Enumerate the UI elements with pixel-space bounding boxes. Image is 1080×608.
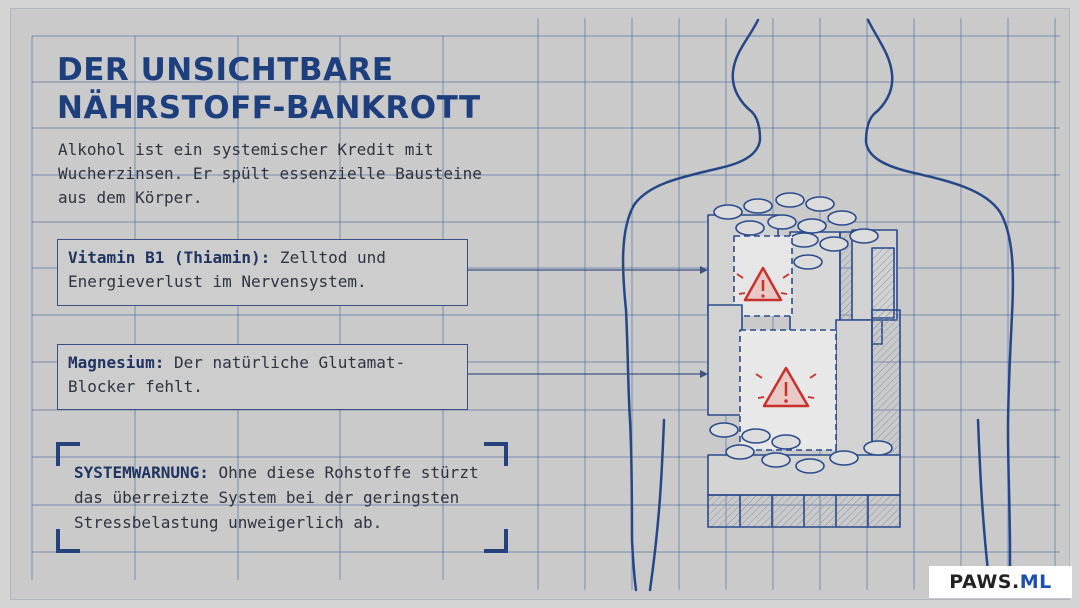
brand-accent: ML [1019, 571, 1052, 593]
callout-magnesium: Magnesium: Der natürliche Glutamat-Block… [57, 344, 468, 410]
title-line-2: NÄHRSTOFF-BANKROTT [57, 90, 481, 126]
warning-triangle-icon [736, 266, 790, 302]
bracket-corner [484, 442, 508, 466]
callout-text: Der natürliche Glutamat-Blocker fehlt. [68, 353, 406, 396]
warning-text: SYSTEMWARNUNG: Ohne diese Rohstoffe stür… [74, 460, 504, 535]
torso-outline [621, 18, 1015, 592]
intro-text: Alkohol ist ein systemischer Kredit mit … [58, 140, 482, 207]
warning-triangle-icon [755, 366, 817, 408]
callout-term: Magnesium: [68, 353, 165, 372]
nutrient-block-stack [707, 192, 901, 528]
page-title: DER UNSICHTBARE NÄHRSTOFF-BANKROTT [57, 51, 481, 127]
warning-term: SYSTEMWARNUNG: [74, 463, 209, 482]
callout-text: Zelltod und Energieverlust im Nervensyst… [68, 248, 386, 291]
callout-term: Vitamin B1 (Thiamin): [68, 248, 271, 267]
callout-arrow-magnesium [468, 370, 708, 378]
bracket-corner [484, 529, 508, 553]
system-warning-box: SYSTEMWARNUNG: Ohne diese Rohstoffe stür… [56, 442, 508, 553]
brand-name: PAWS. [949, 571, 1020, 593]
warning-body: Ohne diese Rohstoffe stürzt das überreiz… [74, 463, 479, 532]
callout-vitamin-b1: Vitamin B1 (Thiamin): Zelltod und Energi… [57, 239, 468, 306]
callout-arrow-b1 [468, 266, 708, 274]
lower-block [707, 304, 901, 528]
brand-logo[interactable]: PAWS.ML [929, 566, 1072, 598]
bracket-corner [56, 442, 80, 466]
title-line-1: DER UNSICHTBARE [57, 52, 394, 88]
bracket-corner [56, 529, 80, 553]
